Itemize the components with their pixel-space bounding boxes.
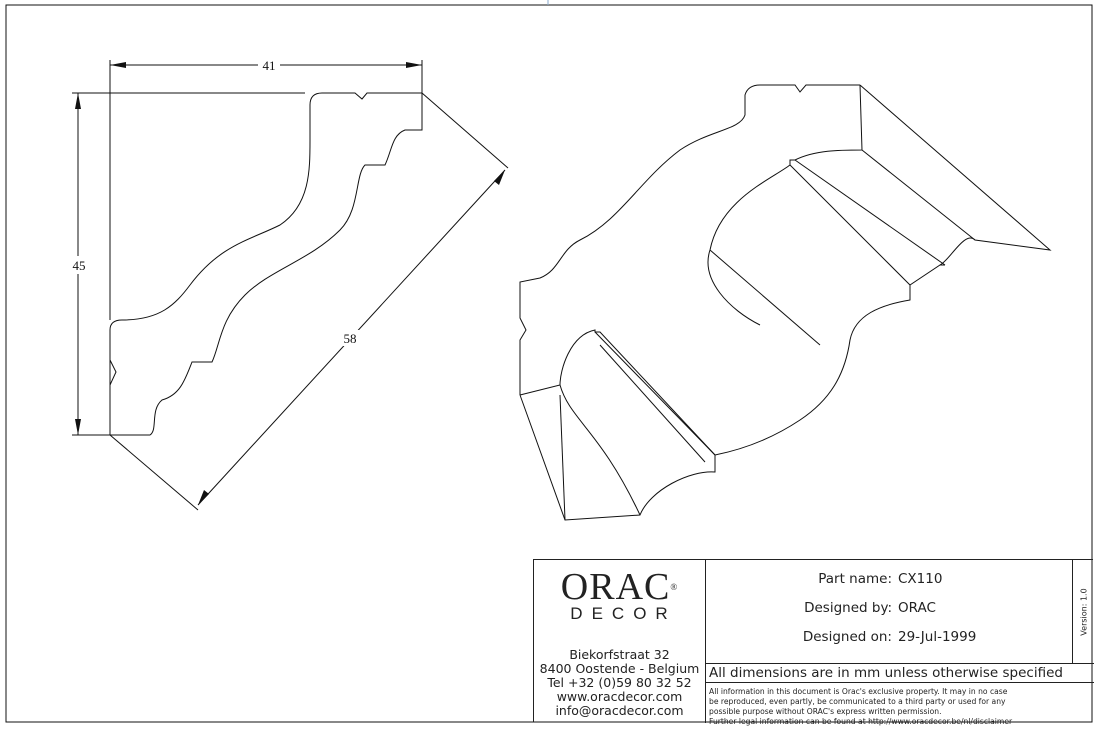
part-name-value: CX110 (898, 571, 943, 587)
title-block: ORAC® DECOR Biekorfstraat 32 8400 Oosten… (533, 559, 1094, 726)
part-fields: Part name: CX110 Designed by: ORAC Designe… (706, 560, 1072, 663)
company-info: ORAC® DECOR Biekorfstraat 32 8400 Oosten… (534, 560, 706, 723)
version-box: Version: 1.0 (1072, 560, 1094, 663)
diagonal-dimension-label: 58 (344, 331, 357, 346)
company-address: Biekorfstraat 32 8400 Oostende - Belgium… (534, 648, 705, 718)
dimension-lines (70, 58, 509, 511)
website-link[interactable]: www.oracdecor.com (556, 689, 683, 704)
orac-logo: ORAC® (560, 566, 679, 608)
designed-on-value: 29-Jul-1999 (898, 629, 977, 645)
part-name-label: Part name: (818, 571, 892, 587)
version-label: Version: 1.0 (1079, 587, 1088, 636)
width-dimension-label: 41 (263, 58, 276, 73)
units-note: All dimensions are in mm unless otherwis… (706, 663, 1094, 683)
logo-subtitle: DECOR (570, 604, 677, 623)
profile-section (109, 92, 423, 436)
designed-on-label: Designed on: (802, 629, 892, 645)
height-dimension-label: 45 (73, 258, 86, 273)
designed-by-label: Designed by: (804, 600, 892, 616)
isometric-view (519, 84, 1052, 521)
legal-notice: All information in this document is Orac… (709, 687, 1013, 726)
email-link[interactable]: info@oracdecor.com (555, 703, 684, 718)
designed-by-value: ORAC (898, 600, 936, 616)
sheet-border (5, 4, 1093, 723)
